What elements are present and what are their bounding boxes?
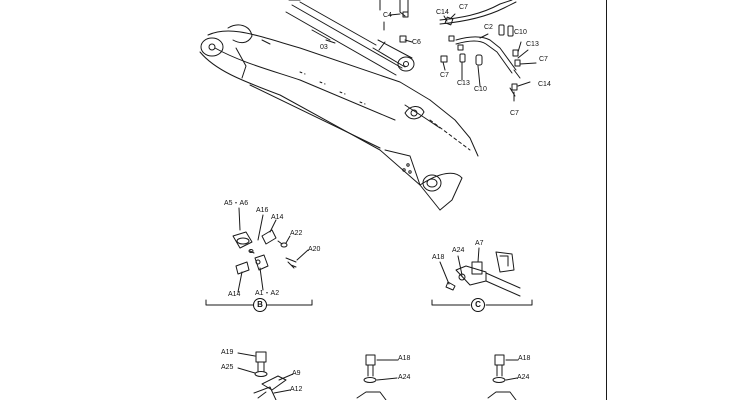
label-c13-mid: C13 xyxy=(457,80,470,87)
boom-arm xyxy=(199,24,479,211)
label-c14-top: C14 xyxy=(436,9,449,16)
label-a1-a2: A1・A2 xyxy=(255,290,280,297)
label-c2: C2 xyxy=(484,24,493,31)
label-a16: A16 xyxy=(256,207,269,214)
boom-cylinder xyxy=(285,0,415,76)
label-a14-bottom: A14 xyxy=(228,291,241,298)
label-a12: A12 xyxy=(290,386,303,393)
label-a18: A18 xyxy=(432,254,445,261)
label-c10-top: C10 xyxy=(514,29,527,36)
label-c13-top: C13 xyxy=(526,41,539,48)
page-border-line xyxy=(606,0,607,400)
label-a19: A19 xyxy=(221,349,234,356)
detail-b-drawing xyxy=(205,207,313,306)
detail-c-marker: C xyxy=(471,298,485,312)
bottom-detail-right xyxy=(487,354,519,400)
label-a9: A9 xyxy=(292,370,301,377)
label-c7-top: C7 xyxy=(459,4,468,11)
detail-b-marker: B xyxy=(253,298,267,312)
label-c6: C6 xyxy=(412,39,421,46)
label-c4: C4 xyxy=(383,12,392,19)
label-boom-cylinder: 03 xyxy=(320,44,328,51)
label-a22: A22 xyxy=(290,230,303,237)
label-c14-mid: C14 xyxy=(538,81,551,88)
label-a14-top: A14 xyxy=(271,214,284,221)
label-a25: A25 xyxy=(221,364,234,371)
label-a18-middle: A18 xyxy=(398,355,411,362)
label-a18-right: A18 xyxy=(518,355,531,362)
label-a7: A7 xyxy=(475,240,484,247)
label-a5-a6: A5・A6 xyxy=(224,200,249,207)
label-a24-middle: A24 xyxy=(398,374,411,381)
bottom-detail-left xyxy=(237,351,294,400)
bottom-detail-middle xyxy=(356,354,399,400)
hose-assembly xyxy=(325,0,537,102)
label-a20: A20 xyxy=(308,246,321,253)
label-c7-bottom: C7 xyxy=(510,110,519,117)
label-c7-left: C7 xyxy=(440,72,449,79)
label-a24-right: A24 xyxy=(517,374,530,381)
label-c7-right: C7 xyxy=(539,56,548,63)
detail-c-drawing xyxy=(431,247,533,306)
label-c10-mid: C10 xyxy=(474,86,487,93)
label-a24: A24 xyxy=(452,247,465,254)
